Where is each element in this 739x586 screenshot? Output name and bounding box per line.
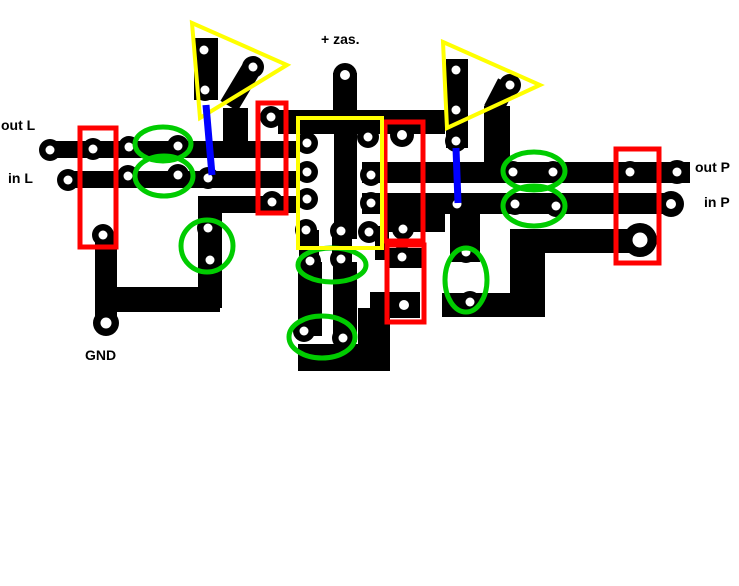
- drill-hole: [299, 326, 309, 336]
- drill-hole: [366, 170, 376, 180]
- drill-hole: [397, 130, 407, 140]
- drill-hole: [266, 112, 276, 122]
- drill-hole: [248, 62, 258, 72]
- drill-hole: [124, 142, 134, 152]
- drill-hole: [88, 144, 98, 154]
- drill-hole: [63, 175, 73, 185]
- red-highlight-rectangle: [255, 100, 289, 216]
- drill-hole: [510, 199, 520, 209]
- drill-hole: [336, 226, 346, 236]
- red-highlight-rectangle: [77, 125, 119, 250]
- blue-jumper-wire: [202, 104, 216, 176]
- drill-hole: [302, 167, 312, 177]
- green-highlight-ellipse: [500, 149, 568, 193]
- blue-jumper-wire: [452, 147, 462, 204]
- drill-hole: [305, 256, 315, 266]
- drill-hole: [666, 199, 676, 209]
- drill-hole: [98, 230, 108, 240]
- drill-hole: [548, 167, 558, 177]
- drill-hole: [672, 167, 682, 177]
- yellow-highlight-rectangle: [296, 116, 384, 250]
- drill-hole: [625, 167, 635, 177]
- red-highlight-rectangle: [382, 119, 426, 244]
- drill-hole: [364, 227, 374, 237]
- label-power-zas: + zas.: [321, 31, 360, 47]
- copper-trace: [334, 113, 357, 239]
- red-highlight-rectangle: [384, 242, 427, 325]
- drill-hole: [123, 171, 133, 181]
- label-in-p: in P: [704, 194, 730, 210]
- yellow-highlight-triangle: [440, 38, 545, 132]
- drill-hole: [363, 132, 373, 142]
- copper-trace: [362, 162, 690, 183]
- copper-trace: [510, 229, 640, 253]
- copper-trace: [223, 108, 248, 158]
- drill-hole: [205, 255, 215, 265]
- green-highlight-ellipse: [132, 153, 196, 199]
- drill-hole: [397, 252, 407, 262]
- drill-hole: [302, 194, 312, 204]
- drill-hole: [301, 225, 311, 235]
- drill-hole: [508, 167, 518, 177]
- solder-pads-layer: [39, 39, 689, 349]
- drill-hole: [267, 197, 277, 207]
- label-out-p: out P: [695, 159, 730, 175]
- drill-hole: [173, 170, 183, 180]
- green-highlight-ellipse: [500, 183, 568, 229]
- drill-hole: [100, 317, 112, 329]
- copper-trace: [484, 106, 510, 168]
- drill-hole: [451, 65, 461, 75]
- label-out-l: out L: [1, 117, 36, 133]
- drill-hole: [173, 141, 183, 151]
- drill-hole: [302, 138, 312, 148]
- drill-hole: [338, 333, 348, 343]
- green-highlight-ellipse: [132, 124, 194, 164]
- drill-hole: [336, 254, 346, 264]
- yellow-highlight-triangle: [189, 19, 292, 122]
- drill-hole: [465, 297, 475, 307]
- green-highlight-ellipse: [178, 217, 236, 275]
- drill-hole: [340, 70, 350, 80]
- label-gnd: GND: [85, 347, 117, 363]
- label-in-l: in L: [8, 170, 33, 186]
- green-highlight-ellipse: [286, 313, 358, 361]
- drill-hole: [398, 224, 408, 234]
- drill-hole: [451, 136, 461, 146]
- drill-hole: [200, 85, 210, 95]
- copper-trace: [95, 233, 117, 325]
- drill-hole: [45, 145, 55, 155]
- drill-hole: [199, 45, 209, 55]
- annotations-layer: [77, 19, 662, 361]
- drill-hole: [551, 201, 561, 211]
- drill-hole: [505, 80, 515, 90]
- drill-hole: [632, 232, 648, 248]
- drill-hole: [366, 198, 376, 208]
- drill-hole: [203, 223, 213, 233]
- drill-hole: [203, 173, 213, 183]
- copper-trace: [510, 253, 545, 317]
- drill-hole: [399, 300, 409, 310]
- red-highlight-rectangle: [613, 146, 662, 266]
- green-highlight-ellipse: [442, 245, 490, 315]
- drill-hole: [451, 105, 461, 115]
